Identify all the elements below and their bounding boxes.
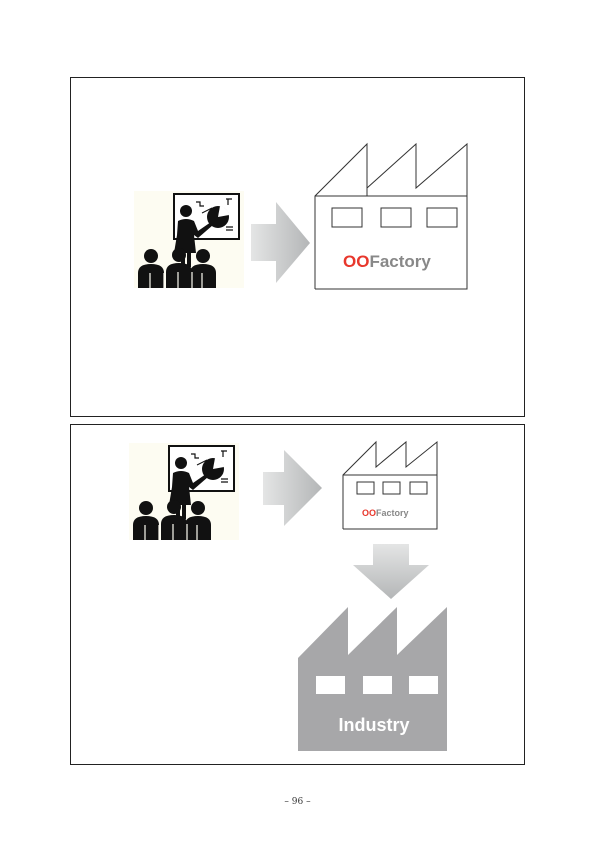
arrow-right-icon bbox=[251, 202, 310, 283]
slide-top: OOFactory bbox=[70, 77, 525, 417]
arrow-down-icon bbox=[353, 544, 429, 599]
presenter-icon bbox=[128, 442, 240, 541]
factory-label: OOFactory bbox=[362, 508, 409, 518]
factory-label: OOFactory bbox=[343, 252, 431, 271]
slide-bottom: OOFactory Industry bbox=[70, 424, 525, 765]
factory-outline-icon bbox=[314, 142, 468, 290]
factory-outline-icon bbox=[342, 440, 438, 530]
arrow-right-icon bbox=[263, 450, 322, 526]
industry-label: Industry bbox=[338, 715, 409, 735]
page-number: – 96 – bbox=[284, 797, 311, 807]
presenter-icon bbox=[133, 190, 245, 289]
